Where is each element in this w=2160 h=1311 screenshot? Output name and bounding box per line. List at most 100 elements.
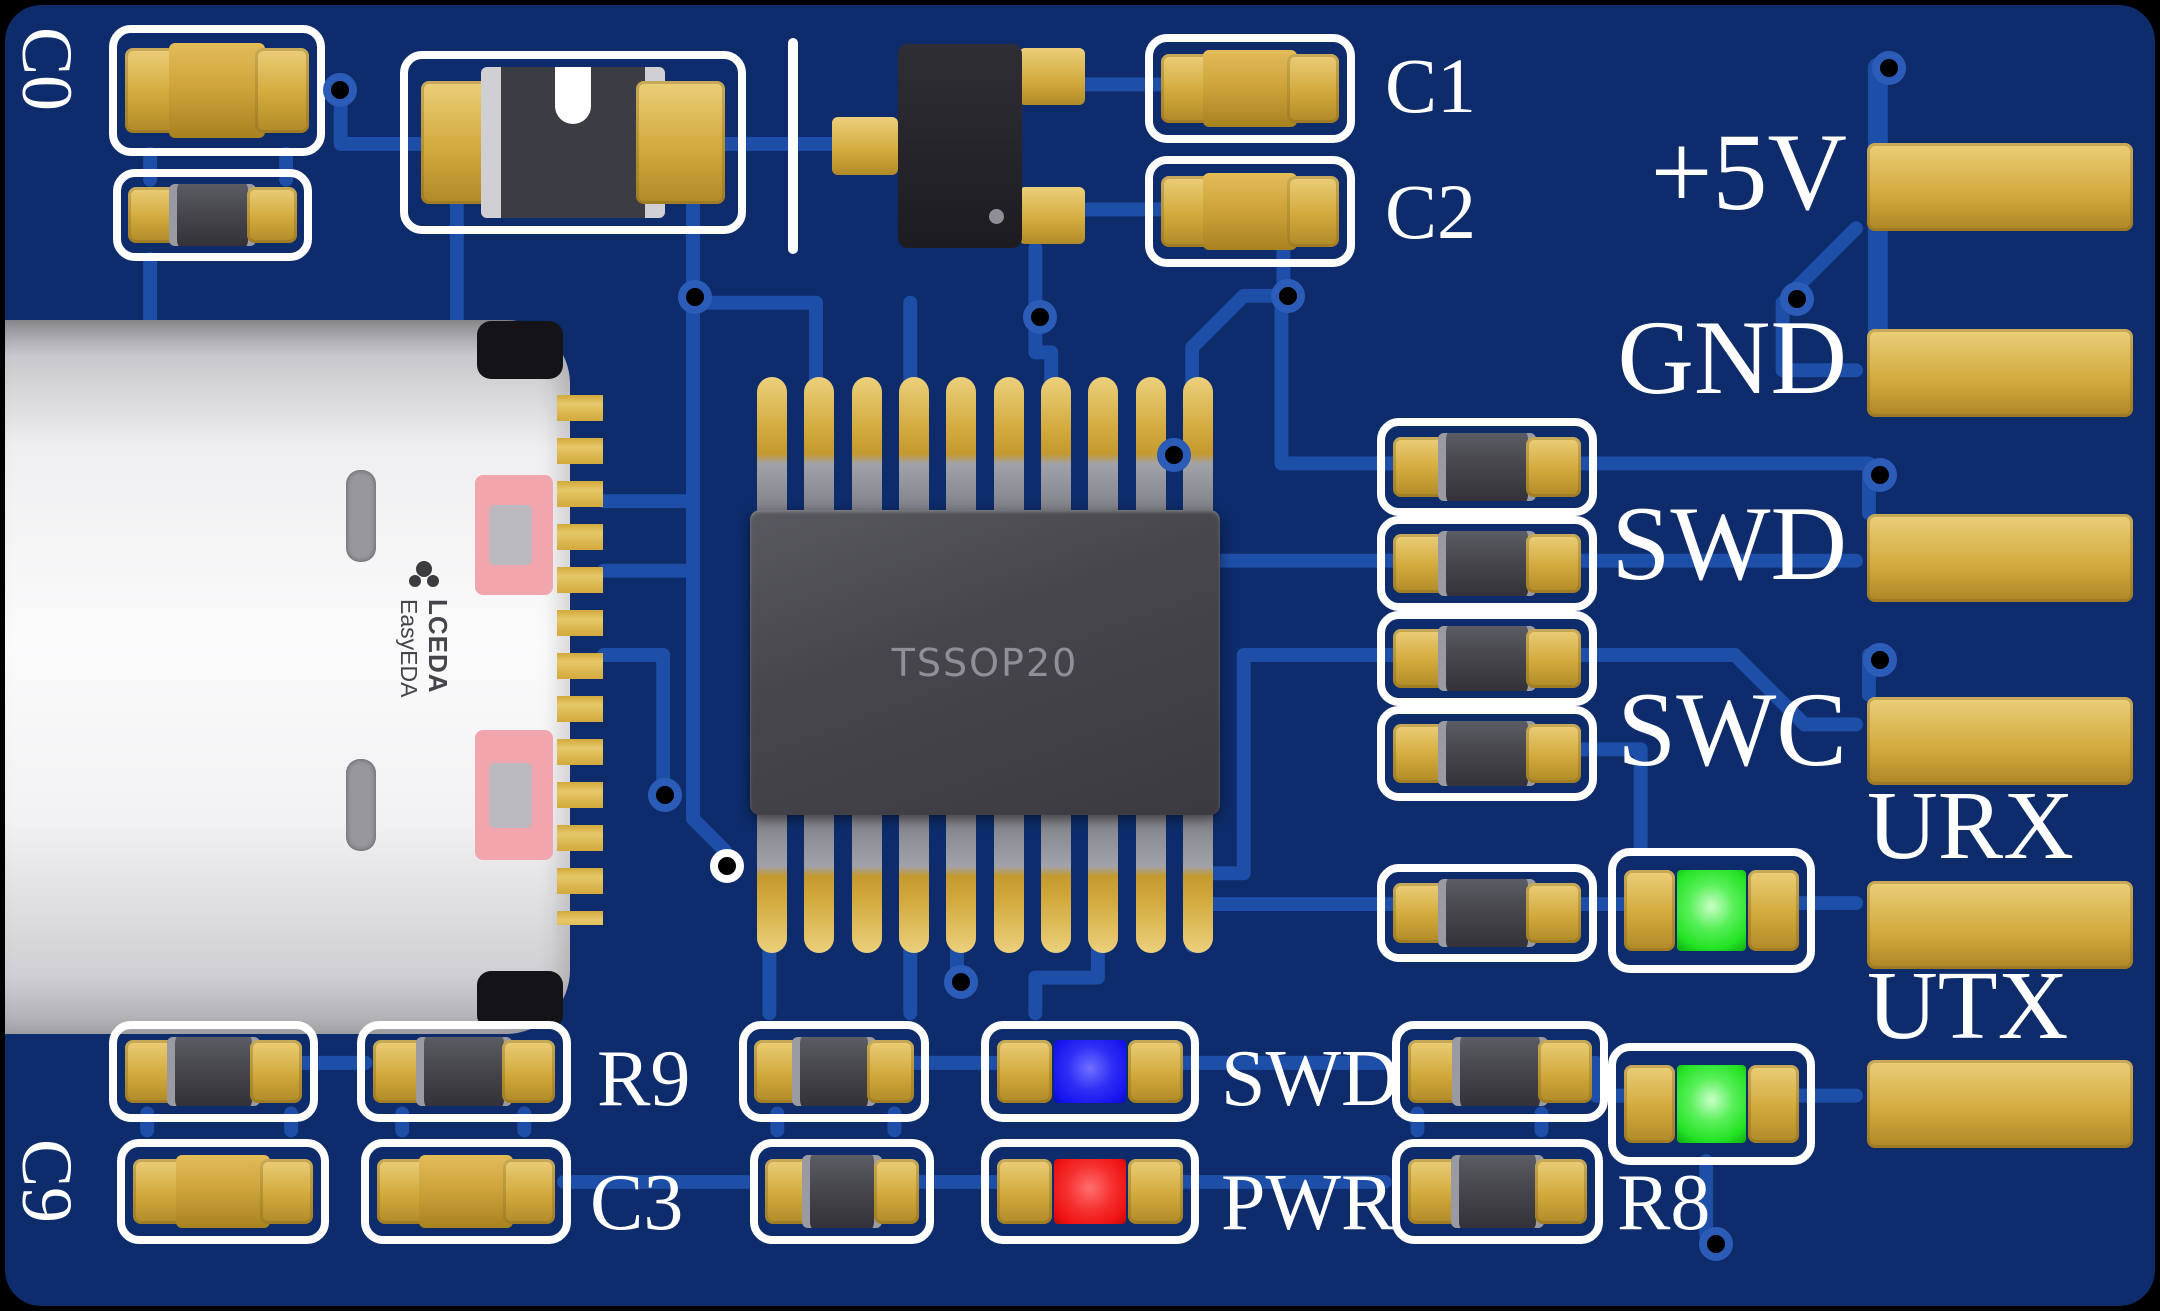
sot23-body — [897, 44, 1022, 248]
resistor-body — [1450, 1155, 1545, 1228]
resistor-body — [168, 183, 257, 247]
label-c9: C9 — [7, 1139, 87, 1224]
pad — [873, 1158, 920, 1225]
pad — [502, 1158, 556, 1225]
label-utx: UTX — [1867, 952, 2069, 1060]
chip-pin — [1182, 813, 1213, 953]
label-r9: R9 — [597, 1035, 691, 1123]
pad — [1128, 1158, 1183, 1225]
chip-pin — [898, 377, 929, 517]
pad — [1019, 48, 1085, 106]
pad-gnd — [1867, 329, 2133, 417]
label-urx: URX — [1867, 772, 2074, 880]
via — [1780, 282, 1814, 316]
chip-pin — [946, 813, 977, 953]
pad — [1286, 54, 1340, 123]
label-r8: R8 — [1617, 1159, 1711, 1247]
resistor — [109, 1021, 318, 1122]
pad — [1525, 534, 1581, 593]
brand-line-1: LCEDA — [423, 599, 453, 694]
chip-pin — [757, 813, 787, 953]
pad — [1525, 629, 1581, 688]
resistor-body — [1452, 1036, 1548, 1107]
via — [678, 280, 712, 314]
pad-5v — [1867, 143, 2133, 231]
label-pwr-led: PWR — [1221, 1159, 1395, 1247]
chip-pin — [946, 377, 977, 517]
via — [1157, 438, 1191, 472]
led-green-utx — [1608, 1043, 1815, 1165]
resistor-body — [1438, 721, 1536, 786]
chip-pin-row-bottom — [757, 813, 1213, 953]
via — [1863, 643, 1897, 677]
pad — [832, 117, 898, 175]
pad — [250, 1040, 303, 1103]
pad — [635, 80, 725, 205]
capacitor-body — [1203, 172, 1297, 251]
sot23-silkscreen-mark — [788, 38, 798, 254]
resistor-r9 — [357, 1021, 571, 1122]
via — [1699, 1227, 1733, 1261]
led-body — [1053, 1158, 1127, 1225]
chip-pin — [993, 813, 1024, 953]
label-c0: C0 — [7, 27, 87, 112]
pad — [501, 1040, 556, 1103]
pad — [1286, 176, 1340, 247]
led-red-pwr — [981, 1139, 1199, 1244]
resistor — [750, 1139, 934, 1244]
via — [1872, 51, 1906, 85]
chip-pin — [804, 813, 835, 953]
usb-c-connector-shell — [5, 320, 570, 1034]
pad — [1019, 186, 1085, 244]
led-body — [1053, 1040, 1127, 1103]
chip-pin — [1135, 813, 1166, 953]
led-blue-swd — [981, 1021, 1199, 1122]
resistor — [739, 1021, 929, 1122]
resistor-body — [1438, 626, 1536, 691]
usb-shell-slot-bottom — [346, 759, 376, 851]
resistor-body — [1438, 433, 1536, 501]
pad — [1525, 724, 1581, 783]
label-c2: C2 — [1385, 168, 1477, 255]
pad — [997, 1040, 1052, 1103]
usb-shell-slot-top — [346, 470, 376, 562]
via — [710, 849, 744, 883]
capacitor-c1 — [1145, 34, 1355, 143]
pad-swc — [1867, 697, 2133, 785]
via — [648, 778, 682, 812]
via — [944, 965, 978, 999]
led-body — [1677, 1064, 1746, 1144]
resistor — [1377, 864, 1597, 962]
pad — [1525, 882, 1581, 944]
resistor — [1392, 1021, 1608, 1122]
via — [1271, 279, 1305, 313]
lceda-logo-icon — [416, 561, 432, 577]
resistor-body — [792, 1036, 876, 1107]
pad — [260, 1158, 314, 1225]
copper-trace-layer — [140, 57, 1888, 1242]
pad — [1747, 1064, 1800, 1144]
pad — [247, 186, 297, 244]
capacitor-body — [419, 1155, 513, 1228]
chip-pin — [1040, 377, 1071, 517]
resistor — [113, 169, 312, 261]
usb-brand-mark: LCEDA EasyEDA — [395, 561, 453, 697]
pad — [1128, 1040, 1183, 1103]
label-swd-led: SWD — [1221, 1035, 1399, 1123]
led-green-urx — [1608, 848, 1815, 973]
chip-pin — [804, 377, 835, 517]
sot23-transistor — [788, 38, 1085, 254]
chip-pin — [757, 377, 787, 517]
label-swc: SWC — [1617, 671, 1847, 788]
pad — [1623, 1064, 1676, 1144]
capacitor-c3 — [361, 1139, 571, 1244]
pad-utx — [1867, 1060, 2133, 1148]
pad — [1525, 436, 1581, 498]
capacitor-c0 — [109, 25, 325, 156]
via — [323, 73, 357, 107]
capacitor-c2 — [1145, 156, 1355, 267]
resistor — [1377, 516, 1597, 611]
chip-pin — [1088, 813, 1119, 953]
chip-package-label: TSSOP20 — [891, 640, 1079, 685]
chip-pin — [1088, 377, 1119, 517]
